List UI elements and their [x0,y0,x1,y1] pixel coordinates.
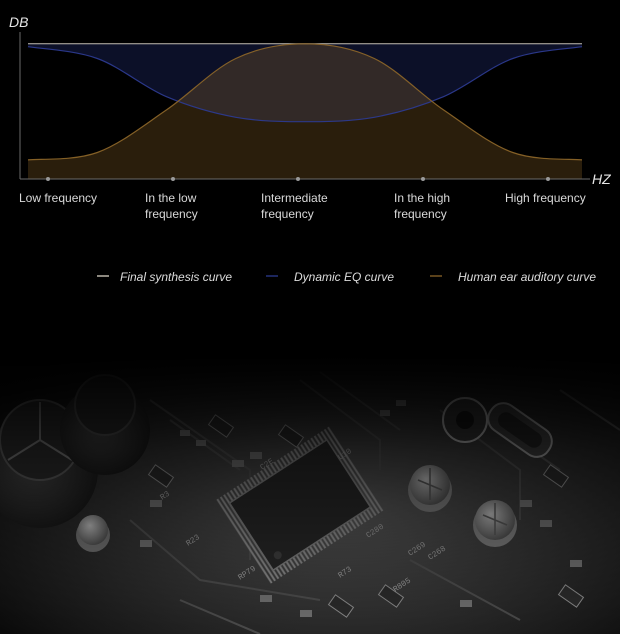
legend-label-dynamic-eq-curve: Dynamic EQ curve [294,270,394,284]
circuit-board-photo: R23 C2E R73 C269 C268 R805 U10 R3 RP79 C… [0,355,620,634]
x-axis-title: HZ [592,171,611,187]
series-area-human-ear-auditory-curve [28,43,582,179]
x-tick-mark [296,177,300,181]
x-tick-label: Low frequency [19,191,97,205]
legend-label-final-synthesis-curve: Final synthesis curve [120,270,232,284]
y-axis-title: DB [9,14,28,30]
x-tick-mark [171,177,175,181]
chart-areas [28,43,582,179]
x-axis-ticks [46,177,550,181]
x-tick-mark [546,177,550,181]
series-line-dynamic-eq-curve [27,46,583,123]
chart-legend: Final synthesis curve Dynamic EQ curve Hum… [97,270,596,284]
x-tick-mark [46,177,50,181]
series-area-dynamic-eq-curve [28,43,582,122]
legend-label-human-ear-auditory-curve: Human ear auditory curve [458,270,596,284]
chart-lines [27,43,583,161]
series-line-human-ear-auditory-curve [27,43,583,161]
x-tick-label: High frequency [505,191,586,205]
x-tick-mark [421,177,425,181]
